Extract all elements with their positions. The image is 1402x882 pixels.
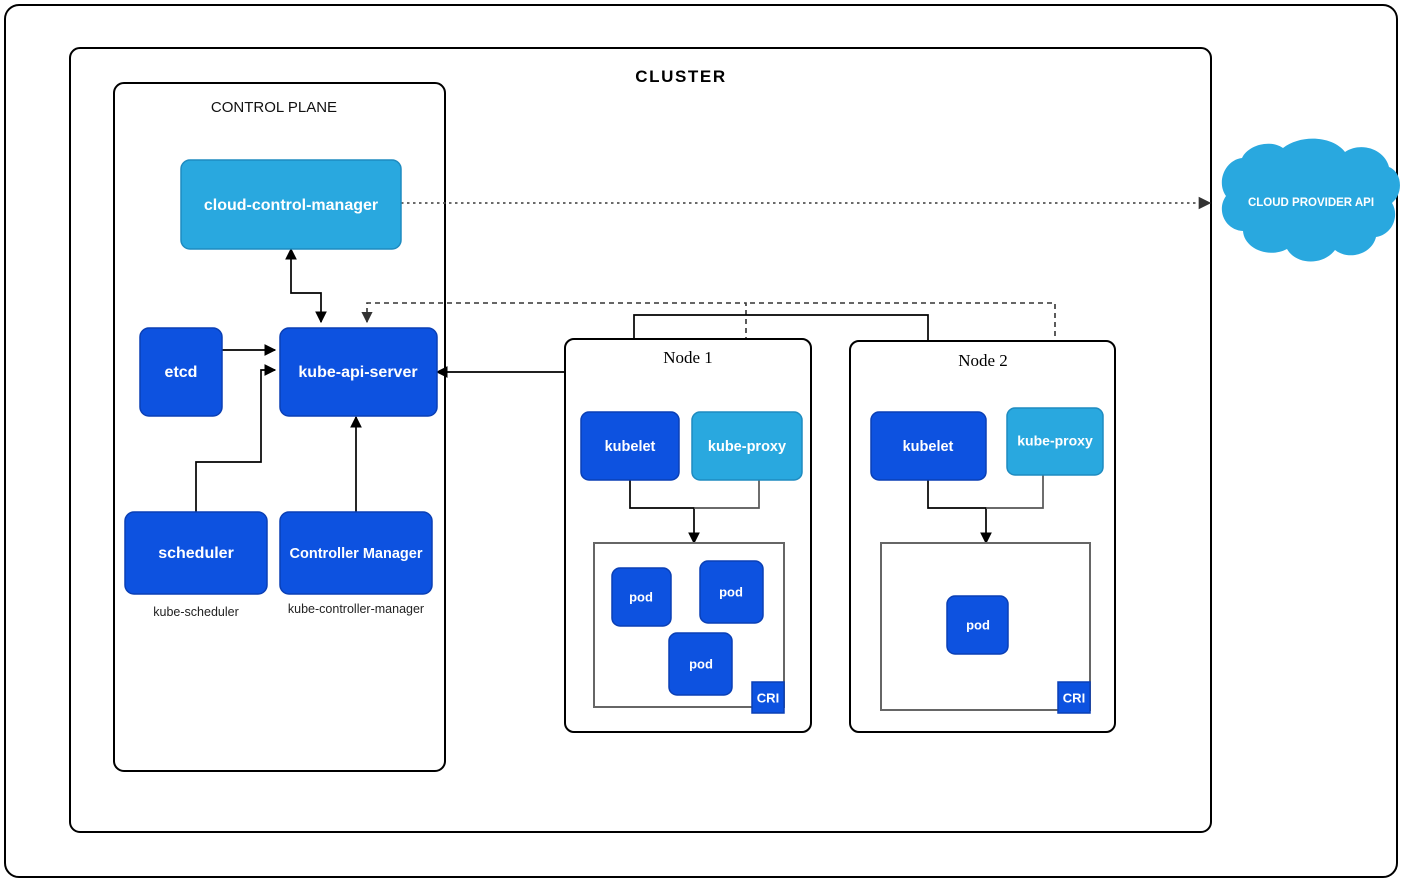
component-kube-api-server-label: kube-api-server (298, 364, 417, 381)
node-2-cri-badge: CRI (1057, 681, 1091, 714)
node-2-title: Node 2 (958, 351, 1008, 370)
node-2-kubelet-label: kubelet (903, 439, 954, 455)
component-scheduler[interactable]: scheduler (124, 511, 268, 595)
component-kube-api-server[interactable]: kube-api-server (279, 327, 438, 417)
caption-kube-controller-manager: kube-controller-manager (288, 602, 424, 616)
component-controller-manager-label: Controller Manager (290, 546, 423, 562)
control-plane-title: CONTROL PLANE (211, 99, 337, 116)
node-1-kube-proxy-label: kube-proxy (708, 439, 786, 455)
node-2-pod-1[interactable]: pod (946, 595, 1009, 655)
connector-ccm-apiserver (285, 247, 327, 324)
node-1-pod-2[interactable]: pod (699, 560, 764, 624)
component-scheduler-label: scheduler (158, 545, 234, 562)
component-etcd-label: etcd (165, 364, 198, 381)
node-1-title: Node 1 (663, 348, 713, 367)
node-1-pod-1[interactable]: pod (611, 567, 672, 627)
node-2-kube-proxy-label: kube-proxy (1017, 433, 1093, 449)
component-controller-manager[interactable]: Controller Manager (279, 511, 433, 595)
connector-node1-kubeproxy-pods (694, 478, 760, 509)
connector-node2-kubelet-pods (927, 480, 992, 545)
component-cloud-control-manager-label: cloud-control-manager (204, 197, 378, 214)
cloud-icon (1221, 138, 1400, 262)
node-2-kubelet[interactable]: kubelet (870, 411, 987, 481)
connector-node2-kubeproxy-pods (986, 475, 1044, 509)
control-plane-frame (113, 82, 446, 772)
node-1-kube-proxy[interactable]: kube-proxy (691, 411, 803, 481)
connector-scheduler-apiserver (195, 364, 277, 512)
node-1-kubelet[interactable]: kubelet (580, 411, 680, 481)
component-etcd[interactable]: etcd (139, 327, 223, 417)
node-2-pod-1-label: pod (966, 617, 990, 632)
component-cloud-control-manager[interactable]: cloud-control-manager (180, 159, 402, 250)
node-1-cri-badge: CRI (751, 681, 785, 714)
node-1-group: Node 1 kubelet kube-proxy pod pod pod (564, 338, 812, 733)
cloud-provider-api[interactable]: CLOUD PROVIDER API (1221, 138, 1400, 262)
node-1-pod-1-label: pod (629, 589, 653, 604)
cloud-provider-api-label: CLOUD PROVIDER API (1248, 197, 1374, 209)
node-1-cri-badge-label: CRI (757, 690, 779, 705)
node-2-group: Node 2 kubelet kube-proxy pod CRI (849, 340, 1116, 733)
connector-node1-kubelet-pods (629, 480, 700, 545)
caption-kube-scheduler: kube-scheduler (153, 605, 238, 619)
connector-node2-kubeproxy-bus (746, 302, 1056, 408)
node-2-kube-proxy[interactable]: kube-proxy (1006, 407, 1104, 476)
node-1-kubelet-label: kubelet (605, 439, 656, 455)
node-1-pod-2-label: pod (719, 584, 743, 599)
cluster-title: CLUSTER (635, 67, 726, 86)
node-1-pod-3-label: pod (689, 656, 713, 671)
node-1-pod-3[interactable]: pod (668, 632, 733, 696)
node-2-cri-badge-label: CRI (1063, 690, 1085, 705)
